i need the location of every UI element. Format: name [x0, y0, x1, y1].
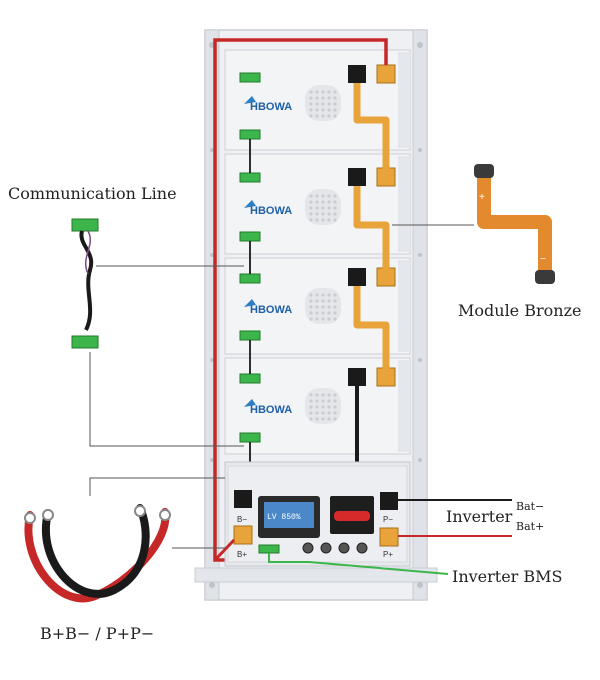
lcd-reading: LV 850%: [267, 513, 301, 522]
comm-port-bottom: [239, 231, 261, 242]
comm-port-top: [239, 172, 261, 183]
b-neg-label: B−: [237, 515, 247, 524]
module-brand: HBOWA: [250, 304, 292, 316]
inverter-bms-label: Inverter BMS: [452, 567, 563, 586]
battery-module-4: HBOWA: [224, 357, 411, 455]
battery-module-1: HBOWA: [224, 49, 411, 151]
inverter-bms-line: [268, 553, 449, 575]
module-bronze-busbar: + −: [474, 164, 555, 284]
inverter-bat-pos-label: Bat+: [516, 520, 545, 533]
rj45-connector-bottom: [71, 335, 99, 349]
negative-terminal: [348, 368, 366, 386]
comm-port-top: [239, 273, 261, 284]
rj45-connector-top: [71, 218, 99, 232]
negative-terminal: [348, 268, 366, 286]
round-connector-icon: [338, 542, 350, 554]
module-brand: HBOWA: [250, 205, 292, 217]
brand-logo-icon: [244, 200, 256, 208]
p-neg-label: P−: [383, 515, 393, 524]
communication-line-label: Communication Line: [8, 184, 177, 203]
round-connector-icon: [302, 542, 314, 554]
negative-terminal: [348, 65, 366, 83]
power-cables-label: B+B− / P+P−: [40, 624, 155, 643]
module-busbars: [353, 83, 390, 370]
b-neg-terminal: [234, 490, 252, 508]
brand-logo-icon: [244, 96, 256, 104]
battery-module-2: HBOWA: [224, 153, 411, 255]
round-connector-icon: [356, 542, 368, 554]
p-neg-terminal: [380, 492, 398, 510]
leader-lines: [89, 224, 474, 549]
vent-grille-icon: [305, 388, 341, 424]
bms-comm-port: [258, 544, 280, 554]
comm-port-bottom: [239, 432, 261, 443]
control-box: B− B+ LV 850% P− P+: [224, 461, 411, 567]
power-cables: [24, 504, 171, 603]
vent-grille-icon: [305, 189, 341, 225]
positive-terminal: [376, 64, 396, 84]
module-bronze-label: Module Bronze: [458, 301, 582, 320]
p-pos-terminal: [379, 527, 399, 547]
switch-handle: [334, 511, 370, 521]
vent-grille-icon: [305, 85, 341, 121]
communication-line-cable: [71, 218, 99, 349]
ring-terminal-icon: [134, 505, 146, 517]
comm-port-bottom: [239, 129, 261, 140]
battery-module-3: HBOWA: [224, 257, 411, 355]
ring-terminal-icon: [24, 512, 36, 524]
ring-terminal-icon: [159, 509, 171, 521]
positive-terminal: [376, 367, 396, 387]
minus-icon: −: [540, 254, 546, 265]
b-pos-label: B+: [237, 550, 247, 559]
module-brand: HBOWA: [250, 404, 292, 416]
positive-terminal: [376, 267, 396, 287]
positive-terminal: [376, 167, 396, 187]
comm-port-bottom: [239, 330, 261, 341]
negative-terminal: [348, 168, 366, 186]
ring-terminal-icon: [42, 509, 54, 521]
plus-icon: +: [479, 192, 485, 203]
brand-logo-icon: [244, 299, 256, 307]
vent-grille-icon: [305, 288, 341, 324]
inverter-label: Inverter: [446, 507, 513, 526]
comm-port-top: [239, 373, 261, 384]
module-brand: HBOWA: [250, 101, 292, 113]
b-pos-terminal: [233, 525, 253, 545]
comm-port-top: [239, 72, 261, 83]
p-pos-label: P+: [383, 550, 393, 559]
round-connector-icon: [320, 542, 332, 554]
inverter-bat-neg-label: Bat−: [516, 500, 545, 513]
brand-logo-icon: [244, 399, 256, 407]
